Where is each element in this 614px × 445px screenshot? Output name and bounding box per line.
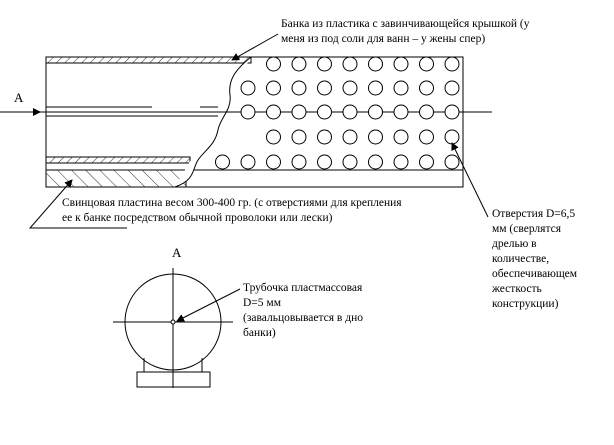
hole [368,56,383,72]
hole [291,80,307,96]
holes-label: Отверстия D=6,5 мм (сверлятся дрелью в к… [492,208,578,310]
break-line [175,57,251,187]
tube-label: Трубочка пластмассовая D=5 мм (завальцов… [243,282,363,339]
hole [393,154,409,170]
holes-leader [451,142,489,218]
hole [317,56,332,72]
holes-grid [215,56,460,170]
hole [240,104,256,120]
hole [368,129,383,145]
hole [215,154,230,170]
hole [266,56,281,72]
hole [266,129,281,145]
hole [368,154,383,170]
hole [393,129,409,145]
hole [291,129,307,145]
hole [393,80,409,96]
hole [342,56,358,72]
hole [444,154,460,170]
hole [342,80,358,96]
hole [419,80,434,96]
hole [266,154,281,170]
hole [419,56,434,72]
section-mark-a-view: A [172,245,182,260]
jar-outline [45,56,464,188]
lead-plate-label: Свинцовая пластина весом 300-400 гр. (с … [62,197,402,224]
hole [342,129,358,145]
hole [240,154,256,170]
hole [317,80,332,96]
jar-wall-top [45,56,252,64]
hole [444,129,460,145]
hole [419,129,434,145]
hole [444,56,460,72]
lead-plate [45,169,187,188]
hole [419,154,434,170]
hole [342,104,358,120]
section-mark-a: A [14,90,24,105]
hole [368,104,383,120]
hole [266,104,281,120]
hole [342,154,358,170]
hole [393,56,409,72]
lead-leader [28,179,127,229]
tube-leader [176,288,241,322]
hole [266,80,281,96]
hole [317,129,332,145]
jar-wall-bottom [45,156,191,164]
hole [291,56,307,72]
hole [444,104,460,120]
hole [291,104,307,120]
hole [393,104,409,120]
hole [291,154,307,170]
base-stand [136,371,211,388]
tube-hole [170,319,176,325]
hole [368,80,383,96]
jar-leader [231,33,279,61]
hole [317,154,332,170]
hole [444,80,460,96]
hole [317,104,332,120]
jar-label: Банка из пластика с завинчивающейся крыш… [281,18,530,45]
hole [240,80,256,96]
hole [419,104,434,120]
